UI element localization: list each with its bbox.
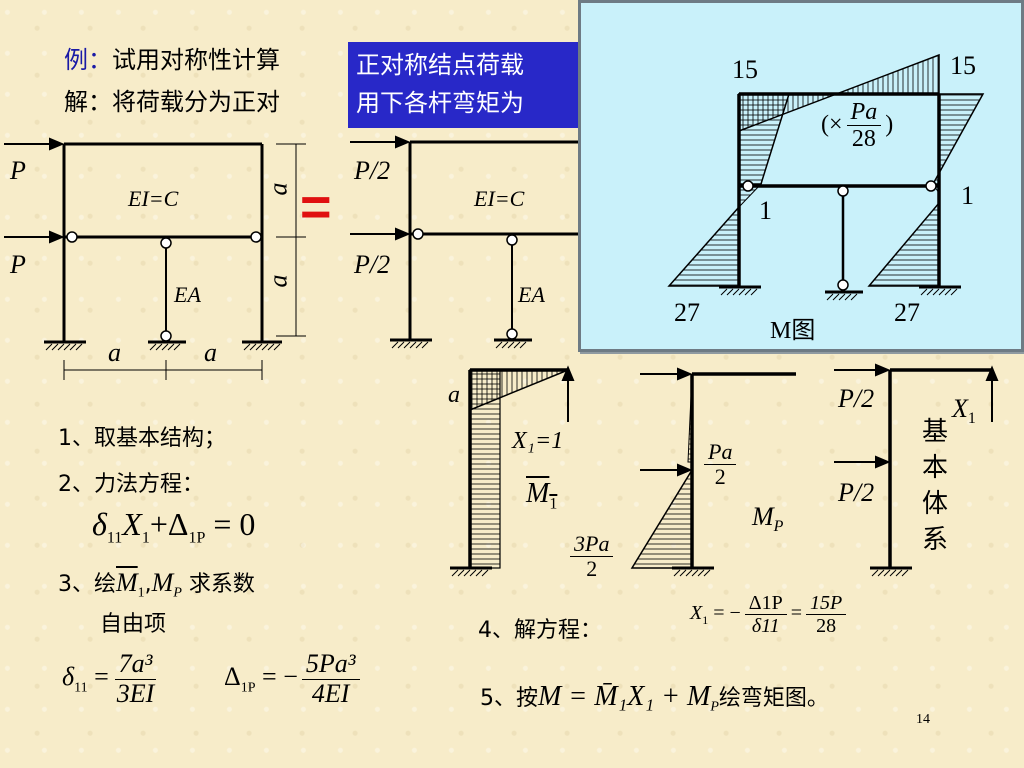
example-text: 试用对称性计算 [112,46,280,74]
m1-diagram [450,365,575,577]
dim-a-left: a [108,338,121,367]
m-bottom-left-value: 27 [674,298,700,327]
basic-system-label: 基本体系 [922,417,949,555]
load-p-bottom: P [10,250,26,279]
stiffness-label: EI=C [128,186,179,211]
m-mid-left-value: 1 [759,196,772,225]
half-axial-label: EA [518,282,545,307]
m1-name: M1 [526,478,558,513]
mp-diagram [630,367,796,577]
equals-sign: = [300,177,332,237]
m-top-right-value: 15 [950,51,976,80]
axial-label: EA [174,282,201,307]
m1-x1-label: X₁=1 [512,428,564,454]
callout-box: 正对称结点荷载 用下各杆弯矩为 [348,42,580,128]
basic-load-top: P/2 [838,384,875,413]
load-p-top: P [10,156,26,185]
step-5: 5、按M = M̄₁X₁ + MP绘弯矩图。 [480,681,829,715]
callout-line2: 用下各杆弯矩为 [356,89,524,117]
callout-line1: 正对称结点荷载 [356,51,524,79]
force-method-equation: δ11X1+Δ1P = 0 [92,506,256,547]
basic-load-bottom: P/2 [838,478,875,507]
half-load-figure [350,135,580,349]
half-load-bottom: P/2 [354,250,391,279]
page-number: 14 [916,712,930,727]
basic-x1-label: X1 [952,394,976,428]
step-3: 3、绘M1,MP 求系数 [58,568,255,601]
step-1: 1、取基本结构； [58,426,226,451]
m-diagram-caption: M图 [770,318,816,344]
m-diagram [667,53,985,301]
basic-system [834,363,999,577]
m1-a-label: a [448,382,460,408]
frame-figure [4,137,306,380]
dim-a-right: a [204,338,217,367]
half-load-top: P/2 [354,156,391,185]
solution-text: 解：将荷载分为正对 [64,88,280,116]
mp-name: MP [752,502,784,536]
example-label: 例： [64,46,112,74]
dim-a-height-top: a [263,182,293,196]
m-bottom-right-value: 27 [894,298,920,327]
half-stiffness-label: EI=C [474,186,525,211]
dim-a-height-bottom: a [263,274,293,288]
step-2: 2、力法方程： [58,472,204,497]
step-3-line2: 自由项 [100,612,167,637]
m-top-left-value: 15 [732,55,758,84]
step-4: 4、解方程： [478,618,602,643]
m-mid-right-value: 1 [961,181,974,210]
